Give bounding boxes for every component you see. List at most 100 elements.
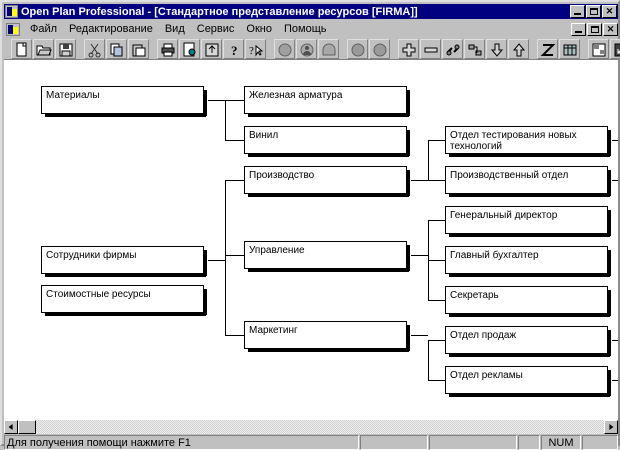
diagram-node[interactable]: Винил — [244, 126, 410, 157]
resource-filled-circle-icon[interactable] — [347, 38, 368, 59]
connector-line — [411, 255, 428, 256]
document-icon[interactable] — [6, 22, 20, 36]
diagram-node[interactable]: Отдел продаж — [445, 326, 611, 357]
diagram-node-label: Производство — [249, 170, 315, 181]
cut-scissors-icon[interactable] — [84, 38, 105, 59]
connector-line — [225, 255, 244, 256]
paste-icon[interactable] — [128, 38, 149, 59]
remove-minus-icon[interactable] — [420, 38, 441, 59]
close-button[interactable]: ✕ — [602, 5, 617, 18]
status-panel-1 — [360, 435, 428, 450]
diagram-node-label: Генеральный директор — [450, 210, 558, 221]
diagram-node-label: Материалы — [46, 90, 100, 101]
add-plus-icon[interactable] — [398, 38, 419, 59]
resource-shape-icon[interactable] — [318, 38, 339, 59]
menu-file[interactable]: Файл — [30, 23, 58, 35]
status-panel-5 — [582, 435, 618, 450]
sort-icon[interactable] — [201, 38, 222, 59]
move-down-icon[interactable] — [486, 38, 507, 59]
save-disk-icon[interactable] — [55, 38, 76, 59]
scroll-thumb[interactable] — [18, 420, 36, 434]
diagram-node-label: Главный бухгалтер — [450, 250, 539, 261]
connector-line — [428, 140, 429, 180]
connector-line — [225, 335, 244, 336]
new-icon[interactable] — [11, 38, 32, 59]
toolbar: ? ? — [4, 38, 620, 60]
menu-bar: Файл Редактирование Вид Сервис Окно Помо… — [4, 21, 618, 37]
print-preview-icon[interactable] — [179, 38, 200, 59]
menu-window[interactable]: Окно — [246, 23, 272, 35]
svg-text:?: ? — [231, 43, 238, 58]
diagram-node-label: Секретарь — [450, 290, 499, 301]
connector-line — [428, 140, 445, 141]
menu-help[interactable]: Помощь — [283, 23, 327, 35]
status-message: Для получения помощи нажмите F1 — [4, 435, 359, 450]
application-icon[interactable] — [5, 5, 18, 18]
diagram-node[interactable]: Управление — [244, 241, 410, 272]
diagram-node[interactable]: Генеральный директор — [445, 206, 611, 237]
connector-line — [225, 140, 244, 141]
diagram-node-label: Железная арматура — [249, 90, 343, 101]
diagram-node[interactable]: Производство — [244, 166, 410, 197]
menu-edit[interactable]: Редактирование — [69, 23, 153, 35]
connector-line — [612, 180, 618, 181]
context-help-arrow-icon[interactable]: ? — [245, 38, 266, 59]
diagram-node-label: Отдел продаж — [450, 330, 517, 341]
diagram-node[interactable]: Отдел тестирования новых технологий — [445, 126, 611, 157]
mdi-restore-button[interactable] — [587, 22, 602, 36]
connector-line — [225, 100, 244, 101]
diagram-node[interactable]: Материалы — [41, 86, 207, 117]
diagram-node[interactable]: Производственный отдел — [445, 166, 611, 197]
resource-filled-circle2-icon[interactable] — [369, 38, 390, 59]
fit-window-icon[interactable] — [610, 38, 620, 59]
diagram-node[interactable]: Железная арматура — [244, 86, 410, 117]
zigzag-icon[interactable] — [537, 38, 558, 59]
print-icon[interactable] — [157, 38, 178, 59]
menu-tools[interactable]: Сервис — [196, 23, 235, 35]
connector-line — [208, 260, 225, 261]
status-panel-2 — [429, 435, 517, 450]
connector-line — [428, 220, 445, 221]
connector-line — [411, 335, 428, 336]
resource-circle-icon[interactable] — [274, 38, 295, 59]
mdi-minimize-button[interactable] — [571, 22, 586, 36]
diagram-node-label: Сотрудники фирмы — [46, 250, 137, 261]
diagram-node[interactable]: Маркетинг — [244, 321, 410, 352]
menu-view[interactable]: Вид — [164, 23, 185, 35]
minimize-button[interactable] — [570, 5, 585, 18]
link-icon[interactable] — [442, 38, 463, 59]
diagram-node-label: Маркетинг — [249, 325, 298, 336]
connector-line — [208, 100, 225, 101]
horizontal-scrollbar[interactable] — [4, 420, 618, 434]
diagram-node[interactable]: Отдел рекламы — [445, 366, 611, 397]
scroll-track[interactable] — [18, 420, 604, 434]
status-num-indicator: NUM — [541, 435, 581, 450]
diagram-node-label: Стоимостные ресурсы — [46, 289, 151, 300]
scroll-left-arrow-icon[interactable] — [4, 420, 18, 434]
window-controls: ✕ — [569, 5, 617, 18]
diagram-node-label: Отдел рекламы — [450, 370, 523, 381]
help-question-icon[interactable]: ? — [223, 38, 244, 59]
mdi-close-button[interactable]: ✕ — [603, 22, 618, 36]
svg-text:?: ? — [249, 45, 254, 57]
restore-button[interactable] — [586, 5, 601, 18]
open-folder-icon[interactable] — [33, 38, 54, 59]
copy-icon[interactable] — [106, 38, 127, 59]
move-up-icon[interactable] — [508, 38, 529, 59]
connector-line — [411, 180, 428, 181]
diagram-node[interactable]: Секретарь — [445, 286, 611, 317]
table-view-icon[interactable] — [559, 38, 580, 59]
scroll-right-arrow-icon[interactable] — [604, 420, 618, 434]
connector-line — [225, 100, 226, 140]
unlink-icon[interactable] — [464, 38, 485, 59]
diagram-node[interactable]: Сотрудники фирмы — [41, 246, 207, 277]
diagram-node[interactable]: Стоимостные ресурсы — [41, 285, 207, 316]
connector-line — [428, 340, 429, 380]
diagram-node-label: Винил — [249, 130, 279, 141]
connector-line — [612, 340, 618, 341]
layout-icon[interactable] — [588, 38, 609, 59]
diagram-node[interactable]: Главный бухгалтер — [445, 246, 611, 277]
resource-person-icon[interactable] — [296, 38, 317, 59]
